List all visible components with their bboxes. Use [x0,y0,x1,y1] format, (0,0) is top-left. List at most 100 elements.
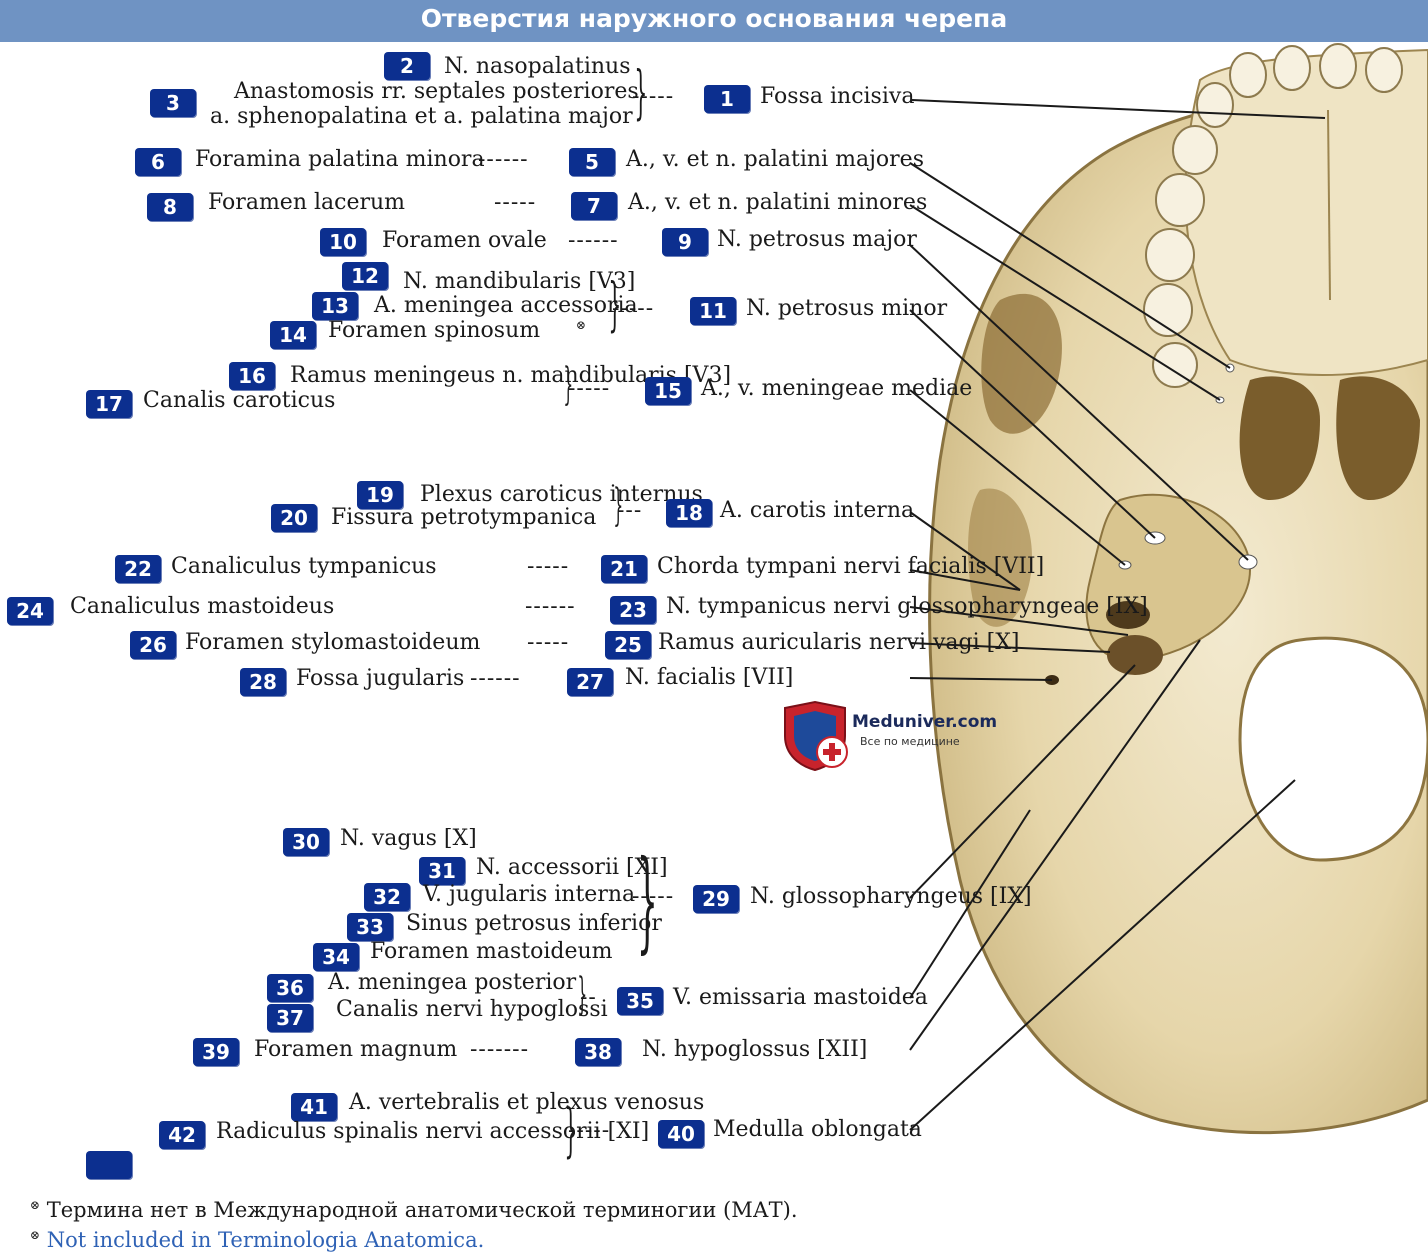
badge-40: 41 [291,1093,337,1121]
label-23: Canaliculus mastoideus [70,594,335,619]
footnote-marker: ⊗ [30,1228,41,1242]
label-7: Foramen lacerum [208,190,406,215]
badge-13: 14 [270,321,316,349]
label-30: N. accessorii [XI] [476,855,668,880]
label-25: Foramen stylomastoideum [185,630,481,655]
label-22: N. tympanicus nervi glossopharyngeae [IX… [666,594,1148,619]
connector-dash: --- [617,498,643,523]
label-39: Medulla oblongata [713,1117,922,1142]
connector-dash: ------- [470,1037,530,1062]
connector-dash: ----- [568,376,611,401]
connector-dash: ----- [527,554,570,579]
label-18: Plexus caroticus internus [420,482,703,507]
badge-7: 8 [147,193,193,221]
badge-42 [86,1151,132,1179]
watermark-sub: Все по медицине [860,735,960,748]
badge-31: 32 [364,883,410,911]
badge-15: 16 [229,362,275,390]
badge-5: 6 [135,148,181,176]
badge-20: 21 [601,555,647,583]
label-5: Foramina palatina minora [195,147,485,172]
label-29: N. vagus [X] [340,826,477,851]
connector-dash: } [634,58,648,126]
shield-logo-icon [784,700,848,772]
label-34: V. emissaria mastoidea [673,985,928,1010]
footnote-ru-text: Термина нет в Международной анатомическо… [46,1198,798,1222]
label-31: V. jugularis interna [423,882,636,907]
connector-dash: } [608,270,622,338]
connector-dash: ------ [525,594,576,619]
label-10: N. petrosus minor [746,296,948,321]
connector-dash: ----- [527,630,570,655]
label-3b: a. sphenopalatina et a. palatina major [210,104,633,129]
badge-24: 25 [605,631,651,659]
connector-dash: ------ [478,147,529,172]
label-8: N. petrosus major [717,227,917,252]
page-title: Отверстия наружного основания черепа [0,0,1428,42]
badge-28: 29 [693,885,739,913]
badge-6: 7 [571,192,617,220]
connector-dash: ----- [632,84,675,109]
label-11: N. mandibularis [V3] [403,269,636,294]
badge-32: 33 [347,913,393,941]
badge-17: 18 [666,499,712,527]
connector-dash: } [613,480,624,531]
connector-dash: ------ [470,666,521,691]
badge-39: 40 [658,1120,704,1148]
badge-3: 3 [150,89,196,117]
label-4: A., v. et n. palatini majores [626,147,924,172]
connector-dash: ------ [568,228,619,253]
label-16: Canalis caroticus [143,388,336,413]
label-41: Radiculus spinalis nervi accessorii [XI] [216,1119,650,1144]
label-32: Sinus petrosus inferior [406,911,662,936]
label-9: Foramen ovale [382,228,547,253]
footnote-en: ⊗ Not included in Terminologia Anatomica… [30,1228,484,1252]
label-19: Fissura petrotympanica [331,505,597,530]
connector-dash: } [577,969,588,1020]
connector-dash: ----- [568,1118,611,1143]
label-35: A. meningea posterior [328,970,577,995]
badge-33: 34 [313,943,359,971]
connector-dash: } [563,359,574,410]
footnote-en-text: Not included in Terminologia Anatomica. [46,1228,485,1252]
footnote-marker: ⊗ [30,1198,41,1212]
connector-dash: } [636,836,659,964]
label-14: A., v. meningeae mediae [701,376,973,401]
badge-2: 2 [384,52,430,80]
badge-12: 13 [312,292,358,320]
connector-dash: -- [580,985,597,1010]
badge-29: 30 [283,828,329,856]
connector-dash: ----- [612,296,655,321]
badge-9: 10 [320,228,366,256]
footnote-marker: ⊗ [576,318,587,332]
badge-21: 22 [115,555,161,583]
badge-11: 12 [342,262,388,290]
badge-10: 11 [690,297,736,325]
badge-22: 23 [610,596,656,624]
label-24: Ramus auricularis nervi vagi [X] [658,630,1020,655]
badge-27: 28 [240,668,286,696]
badge-14: 15 [645,377,691,405]
label-21: Canaliculus tympanicus [171,554,437,579]
connector-dash: ----- [632,884,675,909]
badge-4: 5 [569,148,615,176]
label-17: A. carotis interna [720,498,915,523]
label-6: A., v. et n. palatini minores [628,190,928,215]
connector-dash: } [564,1096,578,1164]
badge-36: 37 [267,1004,313,1032]
badge-26: 27 [567,668,613,696]
badge-23: 24 [7,597,53,625]
badge-8: 9 [662,228,708,256]
badge-18: 19 [357,481,403,509]
badge-30: 31 [419,857,465,885]
badge-38: 39 [193,1038,239,1066]
label-1: Fossa incisiva [760,84,915,109]
label-13: Foramen spinosum [328,318,541,343]
badge-35: 36 [267,974,313,1002]
label-38: Foramen magnum [254,1037,458,1062]
label-40: A. vertebralis et plexus venosus [349,1090,705,1115]
connector-dash: ----- [494,190,537,215]
label-26: N. facialis [VII] [625,665,794,690]
label-33: Foramen mastoideum [370,939,613,964]
